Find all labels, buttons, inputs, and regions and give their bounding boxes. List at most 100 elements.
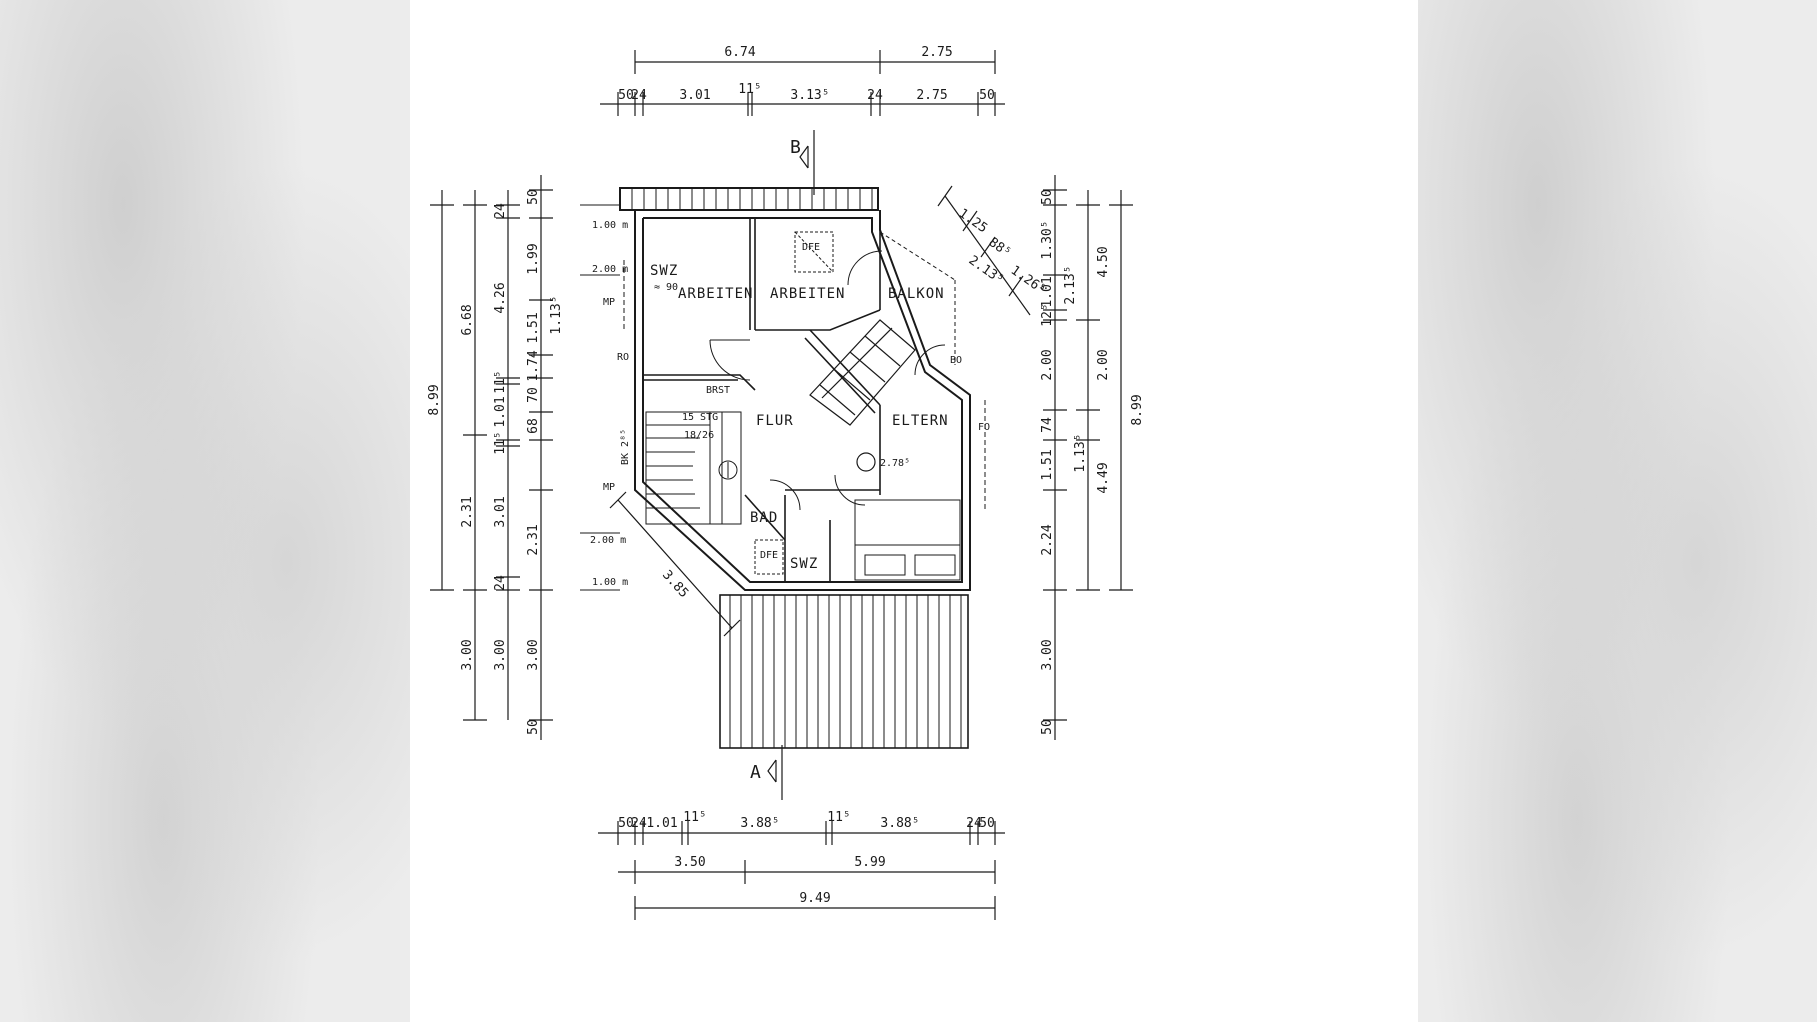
dimension-chain-left — [430, 175, 553, 740]
dim-left-inner: 50 — [526, 189, 541, 205]
dim-bottom-detail: 11⁵ — [827, 810, 850, 825]
carport-roof — [719, 594, 969, 749]
dimension-chain-top — [600, 50, 1005, 116]
roof-window-bath — [754, 539, 784, 575]
label-mp: MP — [603, 482, 615, 493]
room-label-swz-bath: SWZ — [790, 556, 818, 572]
dim-top-detail: 24 — [867, 88, 883, 103]
windows — [623, 230, 986, 520]
dim-left-outer: 6.68 — [460, 304, 475, 335]
label-fo: FO — [978, 422, 990, 433]
dim-bottom-detail: 11⁵ — [683, 810, 706, 825]
dim-diagonal: 1.25 — [956, 206, 990, 236]
height-marker — [856, 452, 876, 472]
label-ro: RO — [617, 352, 629, 363]
dimension-chain-diagonal — [937, 185, 1031, 316]
dim-right-inner: 1.30⁵ — [1040, 220, 1055, 259]
dim-right-inner: 3.00 — [1040, 639, 1055, 670]
dim-left-mid: 24 — [493, 203, 508, 219]
dim-left-inner: 68 — [526, 418, 541, 434]
label-stair-left: BK 2⁸⁵ — [620, 429, 631, 465]
level-mark: 1.00 m — [592, 220, 628, 231]
dim-left-outer: 2.31 — [460, 496, 475, 527]
dim-left-inner: 70 — [526, 387, 541, 403]
room-label-arbeiten-1: ARBEITEN — [678, 286, 753, 302]
blurred-background-right — [1418, 0, 1817, 1022]
dim-bottom-total: 9.49 — [799, 891, 830, 906]
building-outline — [619, 187, 971, 591]
dimension-chain-diagonal-left — [609, 491, 741, 637]
floor-plan-sheet: 6.74 2.75 50 24 3.01 11⁵ 3.13⁵ 24 2.75 5… — [410, 0, 1418, 1022]
label-brust: BRST — [706, 385, 730, 396]
staircase — [645, 411, 742, 525]
dim-left-mid: 4.26 — [493, 282, 508, 313]
section-marker-a — [767, 745, 783, 800]
dim-left-outer: 3.00 — [460, 639, 475, 670]
blurred-background-left — [0, 0, 410, 1022]
section-label-a: A — [750, 762, 761, 783]
dim-top-detail: 11⁵ — [738, 82, 761, 97]
dim-left-inner: 1.51 — [526, 312, 541, 343]
dim-right-mid: 1.13⁵ — [1073, 433, 1088, 472]
dim-top-detail: 2.75 — [916, 88, 947, 103]
dim-left-inner: 1.13⁵ — [549, 295, 564, 334]
room-label-swz: SWZ — [650, 263, 678, 279]
dim-right-inner: 1.51 — [1040, 449, 1055, 480]
dim-right-mid: 2.00 — [1096, 349, 1111, 380]
dim-right-inner: 1.01 — [1040, 276, 1055, 307]
room-label-bad: BAD — [750, 510, 778, 526]
section-label-b: B — [790, 137, 801, 158]
label-roof-window: DFE — [802, 242, 820, 253]
dim-left-mid: 24 — [493, 575, 508, 591]
dim-right-mid: 4.50 — [1096, 246, 1111, 277]
dim-right-inner: 12⁵ — [1040, 303, 1055, 326]
dim-bottom-detail: 3.88⁵ — [740, 816, 779, 831]
dim-left-mid: 3.00 — [493, 639, 508, 670]
dim-left-mid: 11⁵ — [493, 370, 508, 393]
dimension-chain-right — [1043, 175, 1133, 740]
dim-left-outer: 8.99 — [427, 384, 442, 415]
dim-bottom-detail: 1.01 — [646, 816, 677, 831]
dim-left-mid: 3.01 — [493, 496, 508, 527]
dim-top-detail: 3.13⁵ — [790, 88, 829, 103]
dim-top-detail: 50 — [618, 88, 634, 103]
dim-left-mid: 11⁵ — [493, 431, 508, 454]
room-label-eltern: ELTERN — [892, 413, 949, 429]
dim-left-inner: 3.00 — [526, 639, 541, 670]
dim-top-total-1: 6.74 — [724, 45, 755, 60]
label-roof-window-bath: DFE — [760, 550, 778, 561]
label-eltern-height: 2.78⁵ — [880, 458, 910, 469]
bed-outline — [854, 499, 961, 581]
dim-right-inner: 2.00 — [1040, 349, 1055, 380]
dim-diagonal-left: 3.85 — [659, 568, 691, 601]
dim-top-detail: 3.01 — [679, 88, 710, 103]
dim-right-inner: 2.24 — [1040, 524, 1055, 555]
dim-bottom-detail: 24 — [966, 816, 982, 831]
room-label-balkon: BALKON — [888, 286, 945, 302]
dim-bottom-mid: 3.50 — [674, 855, 705, 870]
room-label-flur: FLUR — [756, 413, 794, 429]
floor-plan-drawing: 6.74 2.75 50 24 3.01 11⁵ 3.13⁵ 24 2.75 5… — [427, 45, 1145, 920]
dim-diagonal: 88⁵ — [986, 235, 1014, 261]
dim-left-mid: 1.01 — [493, 396, 508, 427]
label-stair-count: 15 STG — [682, 412, 718, 423]
level-mark: 2.00 m — [590, 535, 626, 546]
dim-top-detail: 24 — [631, 88, 647, 103]
dim-left-inner: 1.74 — [526, 350, 541, 381]
label-stair-size: 18/26 — [684, 430, 714, 441]
section-marker-b — [799, 130, 815, 195]
label-bo: BO — [950, 355, 962, 366]
dim-right-inner: 2.13⁵ — [1063, 265, 1078, 304]
dim-right-inner: 74 — [1040, 417, 1055, 433]
dim-right-mid: 4.49 — [1096, 462, 1111, 493]
room-label-arbeiten-2: ARBEITEN — [770, 286, 845, 302]
dim-bottom-detail: 50 — [979, 816, 995, 831]
dim-bottom-detail: 24 — [631, 816, 647, 831]
interior-walls — [643, 218, 881, 582]
chimney-shaft — [809, 319, 916, 426]
level-mark: 1.00 m — [592, 577, 628, 588]
label-swz-height: ≈ 90 — [654, 282, 678, 293]
dim-right-inner: 50 — [1040, 189, 1055, 205]
dim-diagonal: 2.13⁵ — [966, 253, 1007, 288]
dim-right-outer: 8.99 — [1130, 394, 1145, 425]
